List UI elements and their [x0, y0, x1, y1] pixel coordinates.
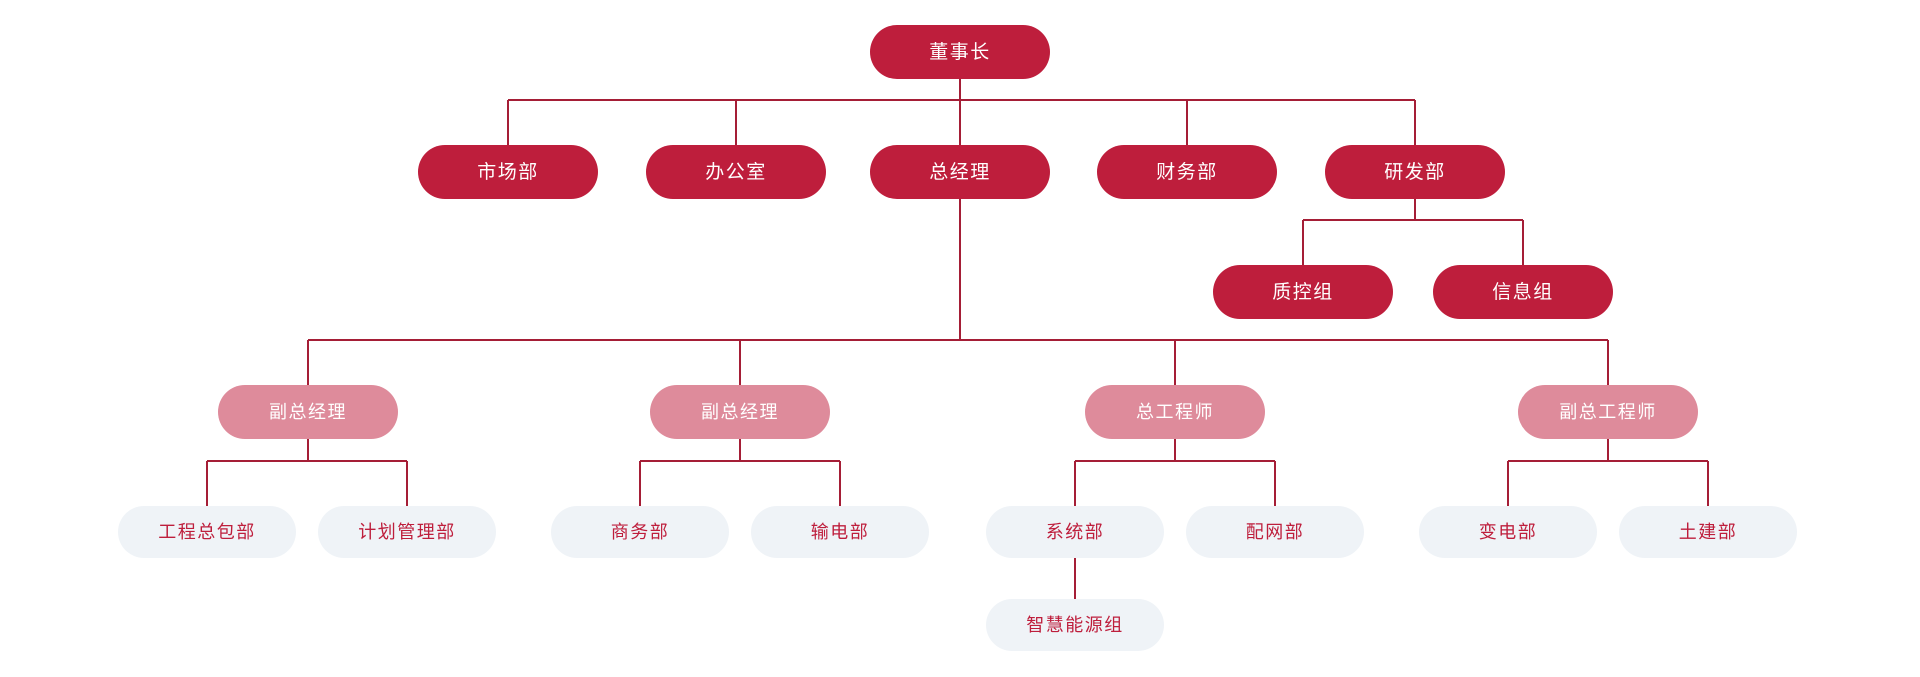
org-node-n6[interactable]: 质控组	[1213, 265, 1393, 319]
org-node-label: 土建部	[1678, 522, 1738, 542]
org-node-label: 总经理	[929, 161, 991, 183]
org-node-label: 副总经理	[269, 402, 347, 422]
org-node-label: 总工程师	[1136, 402, 1214, 422]
org-node-label: 副总经理	[701, 402, 779, 422]
org-node-label: 工程总包部	[158, 522, 256, 542]
org-node-n20[interactable]: 智慧能源组	[986, 599, 1164, 651]
org-node-n3[interactable]: 总经理	[870, 145, 1050, 199]
org-node-n5[interactable]: 研发部	[1325, 145, 1505, 199]
org-node-label: 董事长	[929, 41, 991, 63]
org-node-label: 商务部	[610, 522, 670, 542]
org-node-label: 副总工程师	[1559, 402, 1657, 422]
org-node-n8[interactable]: 副总经理	[218, 385, 398, 439]
org-node-label: 配网部	[1245, 522, 1305, 542]
org-node-label: 研发部	[1384, 161, 1446, 183]
org-node-n7[interactable]: 信息组	[1433, 265, 1613, 319]
org-node-n13[interactable]: 计划管理部	[318, 506, 496, 558]
org-node-label: 输电部	[810, 522, 870, 542]
org-node-label: 办公室	[705, 161, 767, 183]
org-node-n2[interactable]: 办公室	[646, 145, 826, 199]
org-node-label: 财务部	[1156, 161, 1218, 183]
org-node-n15[interactable]: 输电部	[751, 506, 929, 558]
org-node-n16[interactable]: 系统部	[986, 506, 1164, 558]
org-node-label: 计划管理部	[358, 522, 456, 542]
org-node-n18[interactable]: 变电部	[1419, 506, 1597, 558]
org-node-n14[interactable]: 商务部	[551, 506, 729, 558]
org-node-n4[interactable]: 财务部	[1097, 145, 1277, 199]
org-node-label: 智慧能源组	[1026, 615, 1124, 635]
org-node-n1[interactable]: 市场部	[418, 145, 598, 199]
org-node-label: 系统部	[1045, 522, 1105, 542]
org-node-n0[interactable]: 董事长	[870, 25, 1050, 79]
org-node-label: 变电部	[1478, 522, 1538, 542]
org-node-n19[interactable]: 土建部	[1619, 506, 1797, 558]
org-node-n17[interactable]: 配网部	[1186, 506, 1364, 558]
org-node-label: 信息组	[1492, 281, 1554, 303]
org-node-n9[interactable]: 副总经理	[650, 385, 830, 439]
org-node-label: 质控组	[1272, 281, 1334, 303]
org-node-n10[interactable]: 总工程师	[1085, 385, 1265, 439]
org-node-n11[interactable]: 副总工程师	[1518, 385, 1698, 439]
org-node-n12[interactable]: 工程总包部	[118, 506, 296, 558]
org-node-label: 市场部	[477, 161, 539, 183]
